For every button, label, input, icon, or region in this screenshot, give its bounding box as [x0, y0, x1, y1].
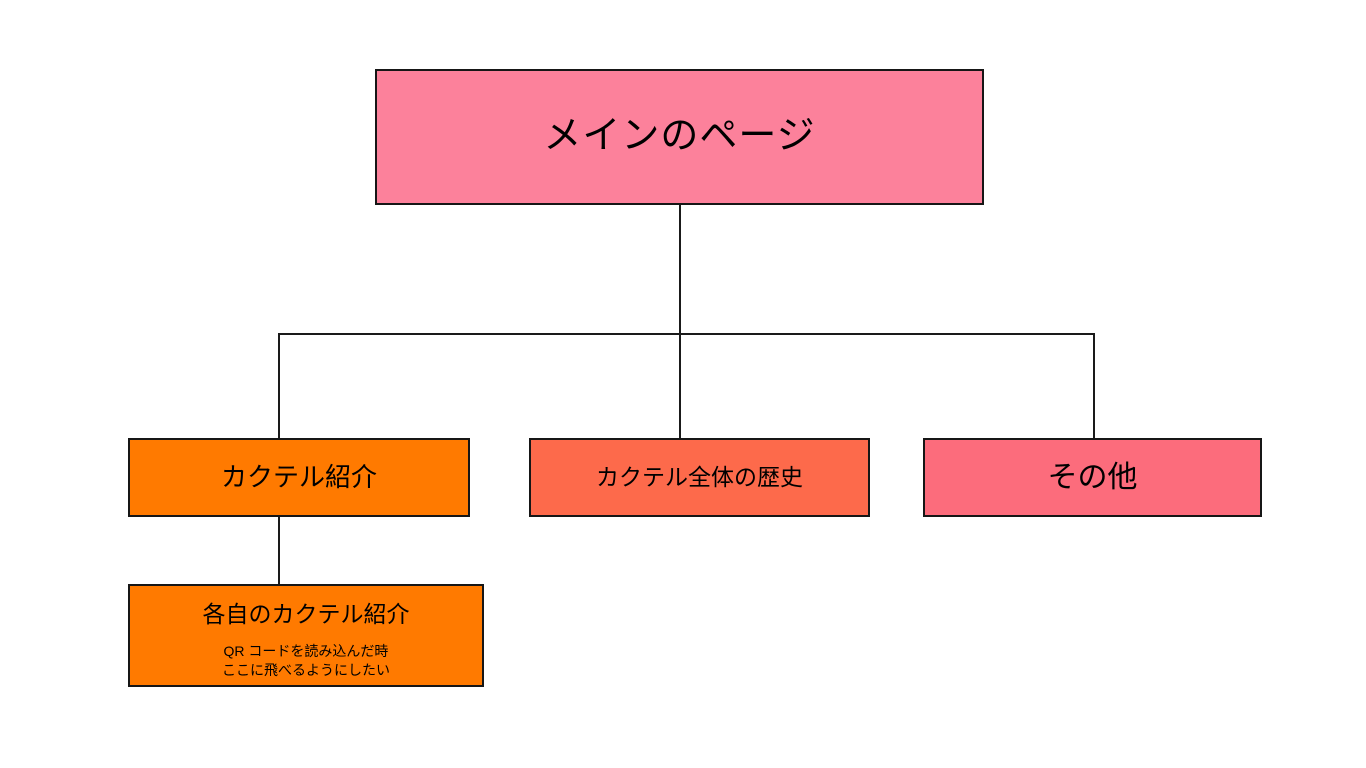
node-individual-cocktail-intro-label: 各自のカクテル紹介 — [202, 601, 410, 627]
node-individual-cocktail-intro[interactable]: 各自のカクテル紹介 QR コードを読み込んだ時 ここに飛べるようにしたい — [128, 584, 484, 687]
connector-horizontal-bus — [278, 333, 1095, 335]
node-cocktail-intro-label: カクテル紹介 — [220, 462, 377, 493]
node-note-line-1: QR コードを読み込んだ時 — [223, 642, 389, 659]
connector-drop-child-a — [278, 333, 280, 440]
node-others[interactable]: その他 — [923, 438, 1262, 517]
connector-root-stem — [679, 205, 681, 335]
connector-child-a-to-grandchild — [278, 516, 280, 586]
node-individual-cocktail-intro-notes: QR コードを読み込んだ時 ここに飛べるようにしたい — [222, 641, 390, 680]
node-cocktail-history-label: カクテル全体の歴史 — [596, 464, 803, 491]
node-main-page[interactable]: メインのページ — [375, 69, 984, 205]
node-note-line-2: ここに飛べるようにしたい — [222, 662, 390, 679]
node-cocktail-history[interactable]: カクテル全体の歴史 — [529, 438, 870, 517]
connector-drop-child-c — [1093, 333, 1095, 440]
connector-drop-child-b — [679, 333, 681, 440]
node-others-label: その他 — [1047, 460, 1138, 494]
node-main-page-label: メインのページ — [543, 115, 816, 158]
node-cocktail-intro[interactable]: カクテル紹介 — [128, 438, 470, 517]
